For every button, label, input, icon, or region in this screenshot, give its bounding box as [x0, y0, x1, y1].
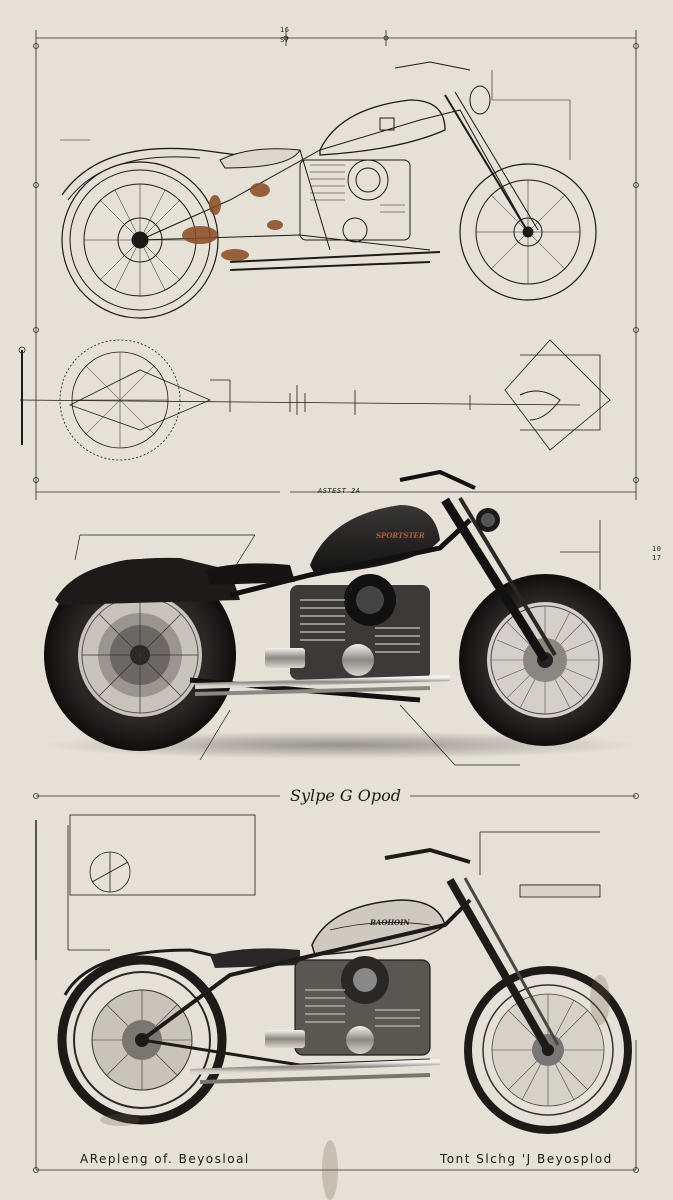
motorcycle-sketch-bottom-icon [57, 814, 632, 1200]
tank-badge-mid: SPORTSTER [376, 531, 425, 540]
top-mark-a: 16 [280, 26, 290, 34]
footer-right-caption: Tont Slchg 'J Beyosplod [440, 1152, 613, 1166]
top-mark-b: S7 [280, 36, 290, 44]
section-title: Sylpe G Opod [290, 786, 402, 805]
footer-left-caption: ARepleng of. Beyosloal [80, 1152, 250, 1166]
motorcycle-photo-middle-icon [40, 469, 640, 766]
front-fork-diagram-icon [18, 339, 611, 461]
tank-badge-bottom: BAOHOIN [370, 918, 410, 927]
frame-lines [33, 30, 639, 1173]
side-mark-right: 10 17 [652, 545, 662, 562]
motorcycle-blueprint-top-icon [60, 61, 597, 319]
middle-label: ASTEST 2A [318, 487, 361, 495]
